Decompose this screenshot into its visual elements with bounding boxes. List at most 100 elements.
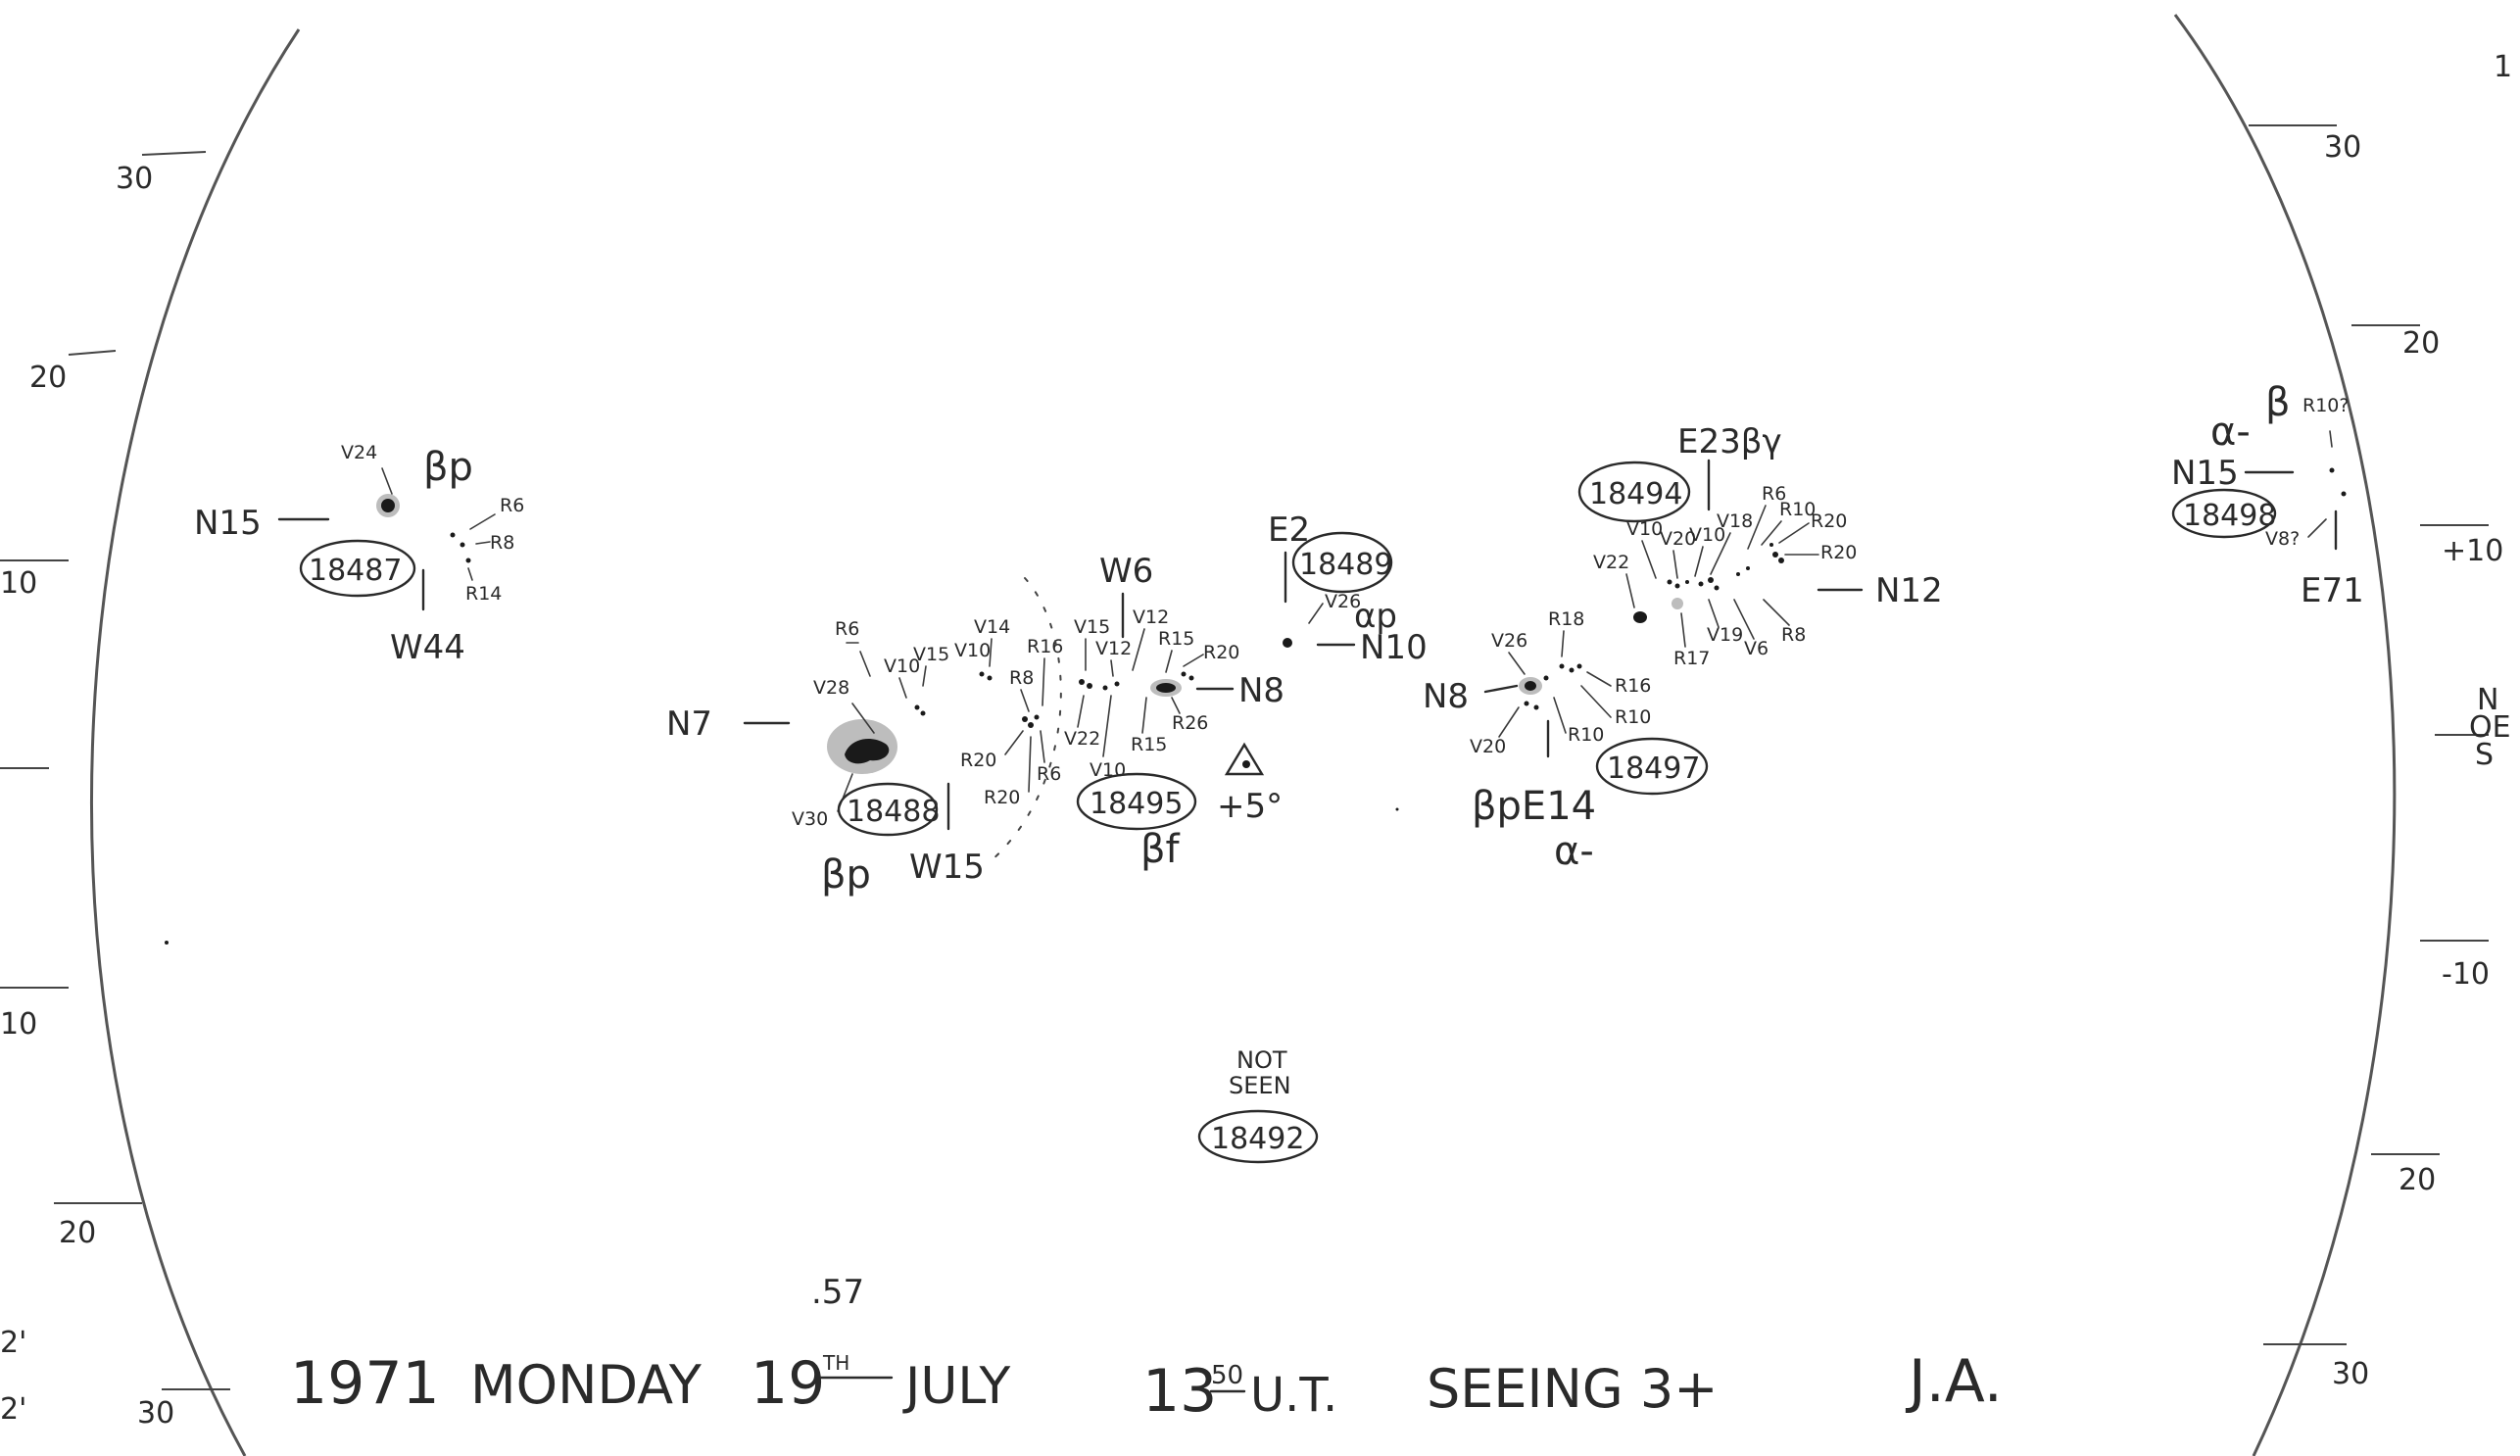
spot-label: V30 — [792, 808, 828, 830]
label-leader — [1708, 599, 1720, 628]
sunspot-dot — [460, 542, 465, 548]
footer-hour: 13 — [1142, 1357, 1217, 1426]
label-leader — [2307, 518, 2327, 538]
label-leader — [1761, 520, 1782, 546]
region-number-ellipse — [1076, 772, 1197, 831]
region-18487: N15 V24 βp R6 R8 R14 18487 W44 — [194, 442, 524, 667]
region-position: N15 — [194, 504, 262, 543]
right-axis-label: N — [2477, 683, 2498, 717]
label-leader — [1020, 689, 1030, 712]
region-number: 18487 — [309, 554, 402, 588]
label-leader — [1004, 730, 1024, 755]
label-leader — [1183, 654, 1204, 667]
spot-label: V24 — [341, 442, 377, 463]
stray-dot — [1395, 807, 1399, 811]
sunspot-dot — [1079, 679, 1085, 685]
label-leader — [1165, 650, 1173, 673]
spot-label: R10 — [1568, 724, 1604, 746]
footer-seeing: SEEING 3+ — [1427, 1358, 1718, 1420]
sunspot-dot — [1778, 558, 1784, 563]
sunspot-dot — [450, 532, 456, 538]
spot-label: V26 — [1325, 591, 1361, 612]
label-leader — [1110, 659, 1114, 677]
region-meridian: E71 — [2301, 571, 2364, 610]
sunspot-dot — [1772, 552, 1778, 558]
label-leader — [475, 541, 491, 545]
region-position: N8 — [1238, 671, 1284, 710]
sunspot-dot — [1769, 543, 1773, 547]
region-class-secondary: α- — [1554, 829, 1594, 874]
label-leader — [467, 567, 473, 581]
label-leader — [1028, 736, 1032, 793]
spot-label: R8 — [1009, 667, 1034, 689]
region-class: βp — [423, 445, 473, 490]
region-18497: N8 V26 R18 R16 R10 R10 V20 18497 βpE14 α… — [1423, 608, 1709, 874]
region-position: N7 — [666, 704, 712, 744]
sunspot-dot — [2329, 467, 2335, 473]
spot-label: V10 — [1626, 518, 1663, 540]
label-leader — [1747, 505, 1767, 550]
label-leader — [1553, 697, 1567, 734]
sunspot-dot — [1714, 585, 1720, 591]
label-leader — [1641, 540, 1657, 579]
footer-caption: 1971 MONDAY 19 .57 TH JULY 13 50 U.T. SE… — [290, 1273, 2003, 1426]
label-leader — [1778, 522, 1810, 544]
region-number-ellipse — [1197, 1109, 1319, 1164]
label-leader — [1132, 628, 1145, 671]
sunspot-dot — [1736, 572, 1740, 576]
spot-label: R20 — [984, 787, 1020, 808]
sunspot-umbra — [381, 499, 395, 512]
region-18495: W6 V15 V12 V12 R15 R20 N8 V22 V10 R15 R2… — [1064, 552, 1284, 872]
sunspot-dot — [1022, 716, 1028, 722]
region-number-ellipse — [1577, 461, 1691, 523]
sunspot-dot — [1188, 675, 1194, 681]
left-scale-label: 30 — [137, 1396, 174, 1431]
region-number-ellipse — [1291, 531, 1393, 594]
label-leader — [1625, 573, 1635, 608]
region-number: 18495 — [1090, 787, 1183, 821]
spot-label: R15 — [1131, 734, 1167, 755]
spot-label: V12 — [1133, 607, 1169, 628]
spot-label: V22 — [1593, 552, 1629, 573]
label-leader — [898, 677, 907, 699]
spot-label: V6 — [1744, 638, 1769, 659]
label-leader — [1680, 612, 1686, 648]
spot-label: R6 — [1762, 483, 1786, 505]
region-position: N8 — [1423, 677, 1469, 716]
region-meridian: W44 — [390, 628, 465, 667]
sunspot-umbra — [845, 739, 890, 764]
label-leader — [1763, 599, 1790, 626]
spot-label: R20 — [960, 750, 996, 771]
sunspot-dot — [1559, 663, 1565, 669]
triangle-dot — [1242, 760, 1250, 768]
region-number: 18497 — [1607, 752, 1700, 786]
left-scale-label: 10 — [0, 1007, 37, 1042]
spot-label: R16 — [1615, 675, 1651, 697]
region-number: 18492 — [1211, 1122, 1304, 1156]
spot-label: V28 — [813, 677, 849, 699]
region-18488: N7 R6 V28 V30 V10 V15 V10 V14 R8 R16 R20… — [666, 577, 1063, 898]
footer-ut: U.T. — [1250, 1368, 1337, 1423]
region-class-secondary: β — [2265, 380, 2291, 425]
sunspot-dot — [1087, 683, 1092, 689]
footer-day: 19 — [751, 1349, 825, 1418]
region-number: 18498 — [2183, 499, 2276, 533]
sunspot-dot — [1181, 671, 1187, 677]
region-note: SEEN — [1229, 1072, 1291, 1099]
footer-day-superscript: .57 — [811, 1273, 864, 1312]
label-leader — [1694, 546, 1704, 577]
region-number-ellipse — [299, 539, 416, 598]
right-scale-label: 20 — [2402, 326, 2440, 361]
sunspot-dot — [465, 558, 471, 563]
sunspot-dot — [1674, 583, 1680, 589]
sunspot-dot — [1034, 714, 1040, 720]
spot-label: R6 — [500, 495, 524, 516]
spot-label: V12 — [1095, 638, 1132, 659]
sunspot-penumbra — [1672, 598, 1683, 609]
left-scale-label: 20 — [59, 1216, 96, 1250]
footer-year: 1971 — [290, 1349, 440, 1418]
label-leader — [1580, 685, 1612, 718]
label-leader — [1672, 550, 1678, 579]
region-number-ellipse — [2171, 488, 2277, 539]
